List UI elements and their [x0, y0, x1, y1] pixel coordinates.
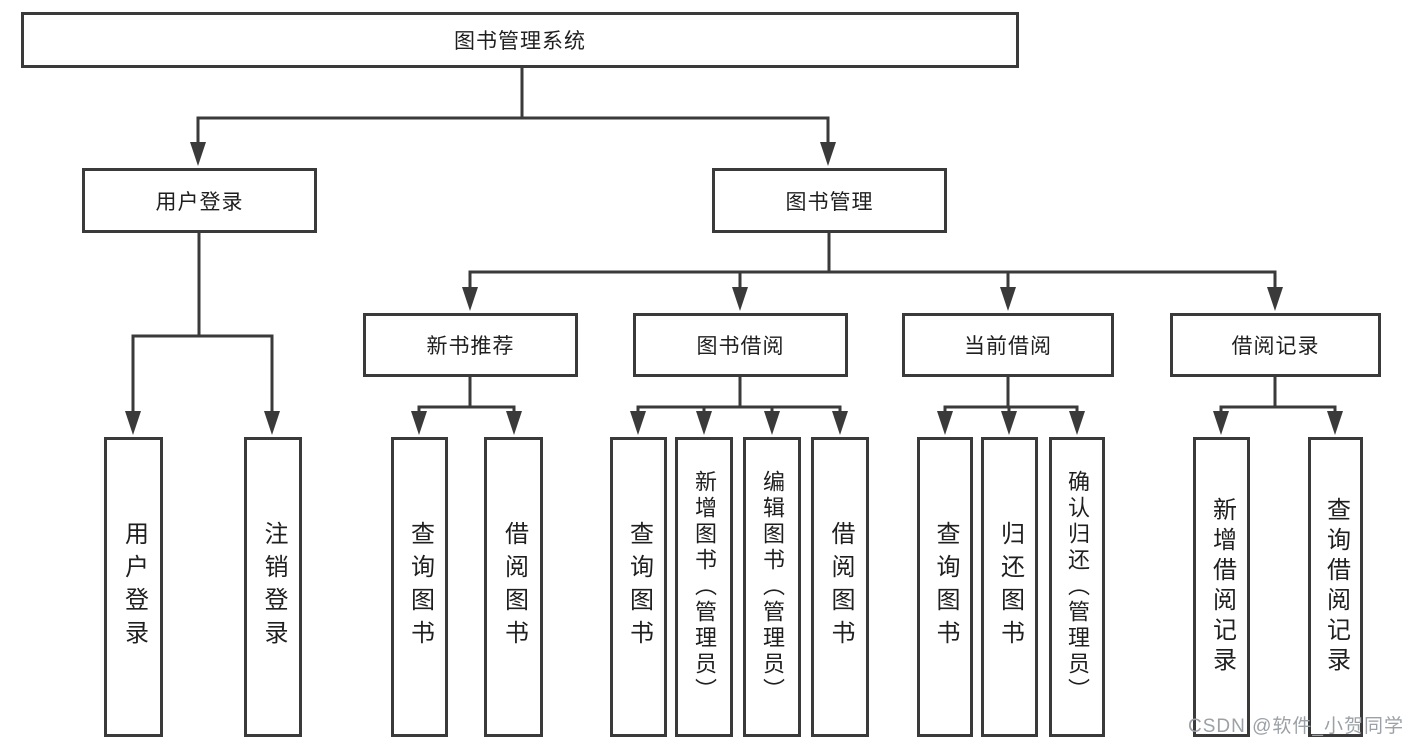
leaf-return-books: 归还图书: [981, 437, 1038, 737]
leaf-query-books-borrowing: 查询图书: [610, 437, 667, 737]
leaf-label: 确认归还（管理员）: [1065, 470, 1090, 704]
node-library-management-system: 图书管理系统: [21, 12, 1019, 68]
leaf-query-books-current: 查询图书: [917, 437, 973, 737]
leaf-borrow-books-recommend: 借阅图书: [484, 437, 543, 737]
leaf-label: 查询图书: [406, 521, 434, 653]
leaf-label: 借阅图书: [827, 521, 854, 653]
leaf-label: 编辑图书（管理员）: [760, 470, 785, 704]
leaf-label: 新增借阅记录: [1208, 497, 1236, 677]
node-book-borrowing: 图书借阅: [633, 313, 848, 377]
leaf-label: 借阅图书: [500, 521, 528, 653]
leaf-label: 归还图书: [996, 521, 1024, 653]
node-new-book-recommendation: 新书推荐: [363, 313, 578, 377]
node-borrowing-records: 借阅记录: [1170, 313, 1381, 377]
node-user-login: 用户登录: [82, 168, 317, 233]
leaf-label: 查询借阅记录: [1322, 497, 1350, 677]
leaf-label: 注销登录: [260, 521, 287, 653]
leaf-logout: 注销登录: [244, 437, 302, 737]
leaf-label: 查询图书: [932, 521, 959, 653]
leaf-add-borrow-record: 新增借阅记录: [1193, 437, 1250, 737]
leaf-query-borrow-record: 查询借阅记录: [1308, 437, 1363, 737]
leaf-label: 新增图书（管理员）: [692, 470, 717, 704]
leaf-user-login: 用户登录: [104, 437, 163, 737]
leaf-edit-books-admin: 编辑图书（管理员）: [743, 437, 801, 737]
node-book-management: 图书管理: [712, 168, 947, 233]
leaf-add-books-admin: 新增图书（管理员）: [675, 437, 733, 737]
leaf-label: 查询图书: [625, 521, 653, 653]
watermark: CSDN @软件_小贺同学: [1188, 716, 1404, 737]
node-current-borrowing: 当前借阅: [902, 313, 1114, 377]
leaf-label: 用户登录: [120, 521, 148, 653]
leaf-confirm-return-admin: 确认归还（管理员）: [1049, 437, 1105, 737]
leaf-query-books-recommend: 查询图书: [391, 437, 448, 737]
leaf-borrow-books-borrowing: 借阅图书: [811, 437, 869, 737]
